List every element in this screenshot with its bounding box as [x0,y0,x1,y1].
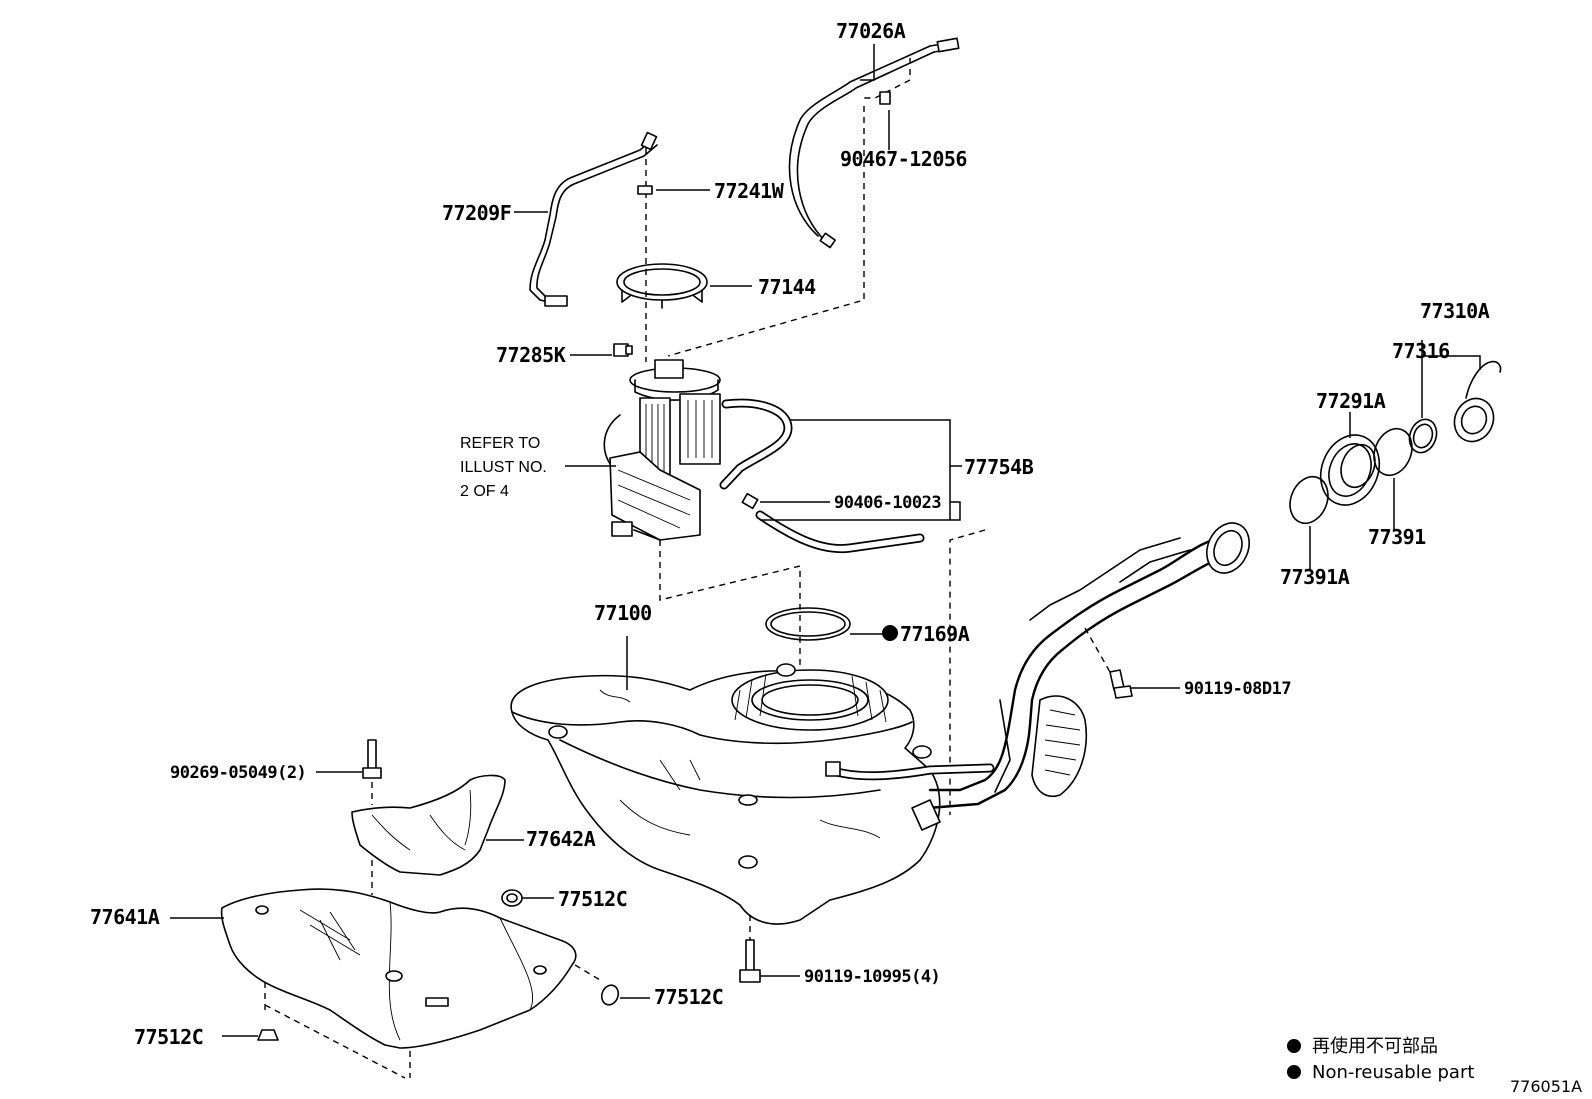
clip-77241w [637,185,653,195]
vent-tube-77026a [788,37,960,249]
fuel-tank-77100 [510,663,941,925]
non-reusable-mark-77169a [882,625,898,641]
label-77754b: 77754B [964,455,1034,479]
legend-bullet-en [1287,1065,1301,1079]
legend-non-reusable-jp: 再使用不可部品 [1312,1036,1438,1057]
label-77512c-c: 77512C [134,1025,203,1049]
retainer-ring-77144 [616,263,708,309]
under-cover-77641a [220,888,577,1049]
bolt-90119-10995 [739,939,761,983]
legend-non-reusable-en: Non-reusable part [1312,1062,1474,1083]
label-77144: 77144 [758,275,816,299]
fuel-pump-module [603,359,721,541]
clip-77512c-a [501,889,523,907]
filler-cap-77310a [1453,360,1502,443]
legend: 再使用不可部品 Non-reusable part [1287,1036,1474,1083]
label-90269-05049: 90269-05049(2) [170,763,306,783]
housing-77291a [1319,434,1381,506]
legend-bullet-jp [1287,1039,1301,1053]
label-77169a: 77169A [900,622,970,646]
clip-90269-05049 [362,739,382,779]
label-77285k: 77285K [496,343,566,367]
label-77209f: 77209F [442,201,511,225]
clip-77512c-b [600,984,620,1006]
valve-77285k [613,343,633,357]
label-90119-08d17: 90119-08D17 [1184,679,1291,699]
label-77316: 77316 [1392,339,1450,363]
filler-neck-assembly [825,522,1250,831]
assembly-dashed-lines [264,58,1111,1079]
gasket-77169a [765,607,851,641]
label-77310a: 77310A [1420,299,1490,323]
wire-harness-77209f [529,131,658,307]
label-77641a: 77641A [90,905,160,929]
label-77241w: 77241W [714,179,785,203]
label-77642a: 77642A [526,827,596,851]
refer-note-line-1: REFER TO [460,435,540,452]
bolt-90119-08d17 [1109,669,1133,699]
seal-77391a [1289,475,1329,525]
label-90467-12056: 90467-12056 [840,147,967,171]
protector-77642a [351,774,506,876]
label-77512c-a: 77512C [558,887,627,911]
gasket-77316 [1408,418,1438,454]
fuel-hose-77754b [719,398,925,554]
refer-note-line-2: ILLUST NO. [460,459,547,476]
label-77512c-b: 77512C [654,985,723,1009]
illustration-code: 776051A [1510,1077,1582,1096]
label-90406-10023: 90406-10023 [834,493,941,513]
label-77100: 77100 [594,601,652,625]
clip-77512c-c [257,1029,279,1041]
label-90119-10995: 90119-10995(4) [804,967,940,987]
label-77391: 77391 [1368,525,1426,549]
label-77391a: 77391A [1280,565,1350,589]
leader-lines [170,44,1481,1037]
label-77291a: 77291A [1316,389,1386,413]
refer-note: REFER TO ILLUST NO. 2 OF 4 [460,435,547,500]
part-labels: 77026A 90467-12056 77241W 77209F 77144 7… [90,19,1490,1049]
seal-77391 [1373,427,1413,477]
label-77026a: 77026A [836,19,906,43]
refer-note-line-3: 2 OF 4 [460,483,509,500]
